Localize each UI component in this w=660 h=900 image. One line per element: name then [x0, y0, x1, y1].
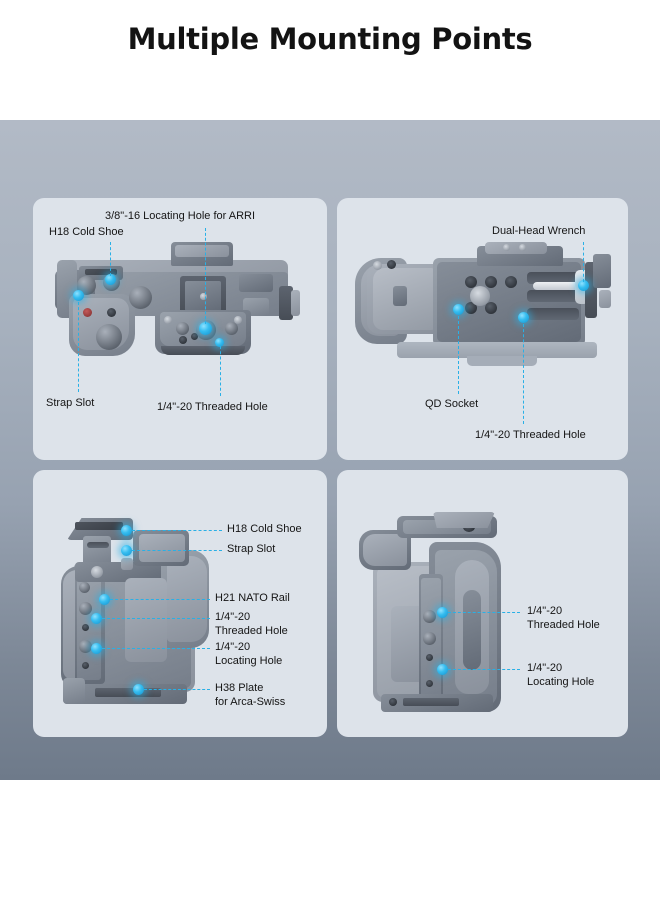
leader-h18-cold-shoe [110, 242, 111, 276]
leader-strap-slot [132, 550, 222, 551]
panel-bottom-view: Dual-Head Wrench QD Socket 1/4"-20 Threa… [337, 198, 628, 460]
panel-right-side-view: 1/4"-20 Threaded Hole 1/4"-20 Locating H… [337, 470, 628, 737]
leader-qd-socket [458, 316, 459, 394]
label-threaded-hole: 1/4"-20 Threaded Hole [215, 611, 288, 637]
camera-right-side-artwork [337, 470, 628, 737]
leader-threaded-hole [102, 618, 210, 619]
label-h21-nato-rail: H21 NATO Rail [215, 592, 290, 604]
marker-threaded-hole [91, 613, 102, 624]
marker-h21-nato-rail [99, 594, 110, 605]
label-threaded-hole: 1/4"-20 Threaded Hole [527, 605, 600, 631]
marker-locating-hole [91, 643, 102, 654]
marker-qd-socket [453, 304, 464, 315]
marker-dual-head-wrench [578, 280, 589, 291]
panel-top-view: H18 Cold Shoe 3/8"-16 Locating Hole for … [33, 198, 327, 460]
infographic-canvas: H18 Cold Shoe 3/8"-16 Locating Hole for … [0, 120, 660, 780]
marker-arri-center-screw [200, 293, 207, 300]
leader-strap-slot [78, 302, 79, 392]
label-arri-locating-hole: 3/8"-16 Locating Hole for ARRI [105, 210, 256, 222]
marker-threaded-hole [518, 312, 529, 323]
camera-bottom-view-artwork [337, 198, 628, 460]
marker-locating-hole [437, 664, 448, 675]
leader-threaded-hole [448, 612, 520, 613]
leader-locating-hole [448, 669, 520, 670]
leader-h21-nato-rail [110, 599, 210, 600]
marker-h38-plate [133, 684, 144, 695]
leader-threaded-hole [523, 324, 524, 424]
label-locating-hole: 1/4"-20 Locating Hole [215, 641, 283, 667]
leader-dual-head-wrench [583, 242, 584, 282]
label-h18-cold-shoe: H18 Cold Shoe [49, 226, 124, 238]
leader-threaded-hole [220, 346, 221, 396]
panel-left-side-view: H18 Cold Shoe Strap Slot H21 NATO Rail 1… [33, 470, 327, 737]
label-dual-head-wrench: Dual-Head Wrench [492, 225, 586, 237]
marker-strap-slot [73, 290, 84, 301]
page-title: Multiple Mounting Points [127, 22, 533, 56]
leader-locating-hole [102, 648, 210, 649]
label-qd-socket: QD Socket [425, 398, 479, 410]
marker-h18-cold-shoe [105, 274, 116, 285]
marker-threaded-hole [437, 607, 448, 618]
marker-arri-locating-hole [199, 322, 212, 335]
label-threaded-hole: 1/4"-20 Threaded Hole [475, 429, 586, 441]
marker-strap-slot [121, 545, 132, 556]
leader-h18-cold-shoe [132, 530, 222, 531]
label-strap-slot: Strap Slot [227, 543, 276, 555]
leader-arri-locating-hole [205, 228, 206, 324]
marker-h18-cold-shoe [121, 525, 132, 536]
leader-h38-plate [144, 689, 210, 690]
label-h18-cold-shoe: H18 Cold Shoe [227, 523, 302, 535]
label-threaded-hole: 1/4"-20 Threaded Hole [157, 401, 268, 413]
marker-threaded-hole [215, 338, 224, 347]
label-strap-slot: Strap Slot [46, 397, 95, 409]
camera-top-view-artwork [33, 198, 327, 460]
label-h38-plate: H38 Plate for Arca-Swiss [215, 682, 286, 708]
label-locating-hole: 1/4"-20 Locating Hole [527, 662, 595, 688]
